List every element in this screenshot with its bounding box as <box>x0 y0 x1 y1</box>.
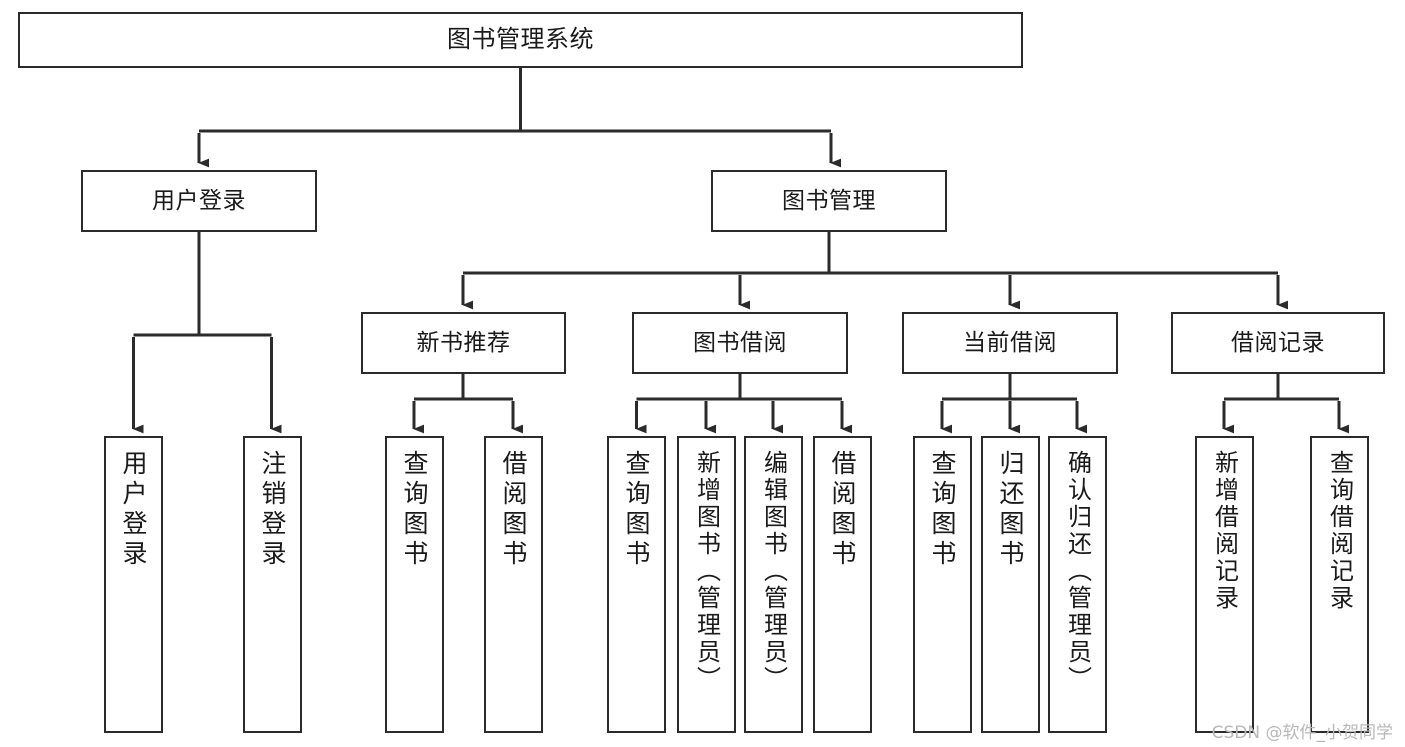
node-user-login[interactable]: 用户登录 <box>81 170 317 232</box>
node-label: 查询图书 <box>622 450 651 570</box>
leaf-return-book[interactable]: 归还图书 <box>981 436 1040 733</box>
leaf-confirm-return-admin[interactable]: 确认归还（管理员） <box>1048 436 1107 733</box>
node-label: 借阅记录 <box>1231 329 1325 356</box>
node-label: 用户登录 <box>119 450 148 570</box>
node-label: 确认归还（管理员） <box>1063 450 1092 693</box>
leaf-query-book-borrow[interactable]: 查询图书 <box>607 436 666 733</box>
node-new-book-recommend[interactable]: 新书推荐 <box>361 312 566 374</box>
node-label: 新增图书（管理员） <box>692 450 721 693</box>
csdn-watermark: CSDN @软件_小贺同学 <box>1211 723 1393 743</box>
node-label: 图书管理 <box>782 187 876 214</box>
node-label: 查询借阅记录 <box>1325 450 1354 612</box>
leaf-query-book-current[interactable]: 查询图书 <box>913 436 972 733</box>
node-label: 图书借阅 <box>693 329 787 356</box>
leaf-borrow-book-recommend[interactable]: 借阅图书 <box>484 436 543 733</box>
leaf-logout[interactable]: 注销登录 <box>243 436 302 733</box>
node-label: 归还图书 <box>996 450 1025 570</box>
node-label: 查询图书 <box>928 450 957 570</box>
node-label: 当前借阅 <box>963 329 1057 356</box>
node-label: 注销登录 <box>258 450 287 570</box>
node-label: 借阅图书 <box>828 450 857 570</box>
node-label: 查询图书 <box>400 450 429 570</box>
leaf-query-book-recommend[interactable]: 查询图书 <box>385 436 444 733</box>
node-label: 图书管理系统 <box>447 25 594 54</box>
node-label: 借阅图书 <box>499 450 528 570</box>
node-label: 用户登录 <box>152 187 246 214</box>
node-label: 新书推荐 <box>416 329 511 356</box>
node-label: 编辑图书（管理员） <box>759 450 788 693</box>
leaf-user-login[interactable]: 用户登录 <box>104 436 163 733</box>
node-root-system[interactable]: 图书管理系统 <box>18 12 1023 68</box>
leaf-query-borrow-record[interactable]: 查询借阅记录 <box>1310 436 1369 733</box>
node-label: 新增借阅记录 <box>1210 450 1239 612</box>
node-borrow-record[interactable]: 借阅记录 <box>1171 312 1385 374</box>
leaf-add-borrow-record[interactable]: 新增借阅记录 <box>1195 436 1254 733</box>
leaf-edit-book-admin[interactable]: 编辑图书（管理员） <box>744 436 803 733</box>
leaf-borrow-book[interactable]: 借阅图书 <box>813 436 872 733</box>
node-book-borrow[interactable]: 图书借阅 <box>632 312 848 374</box>
leaf-add-book-admin[interactable]: 新增图书（管理员） <box>677 436 736 733</box>
node-current-borrow[interactable]: 当前借阅 <box>902 312 1118 374</box>
node-book-management[interactable]: 图书管理 <box>711 170 947 232</box>
